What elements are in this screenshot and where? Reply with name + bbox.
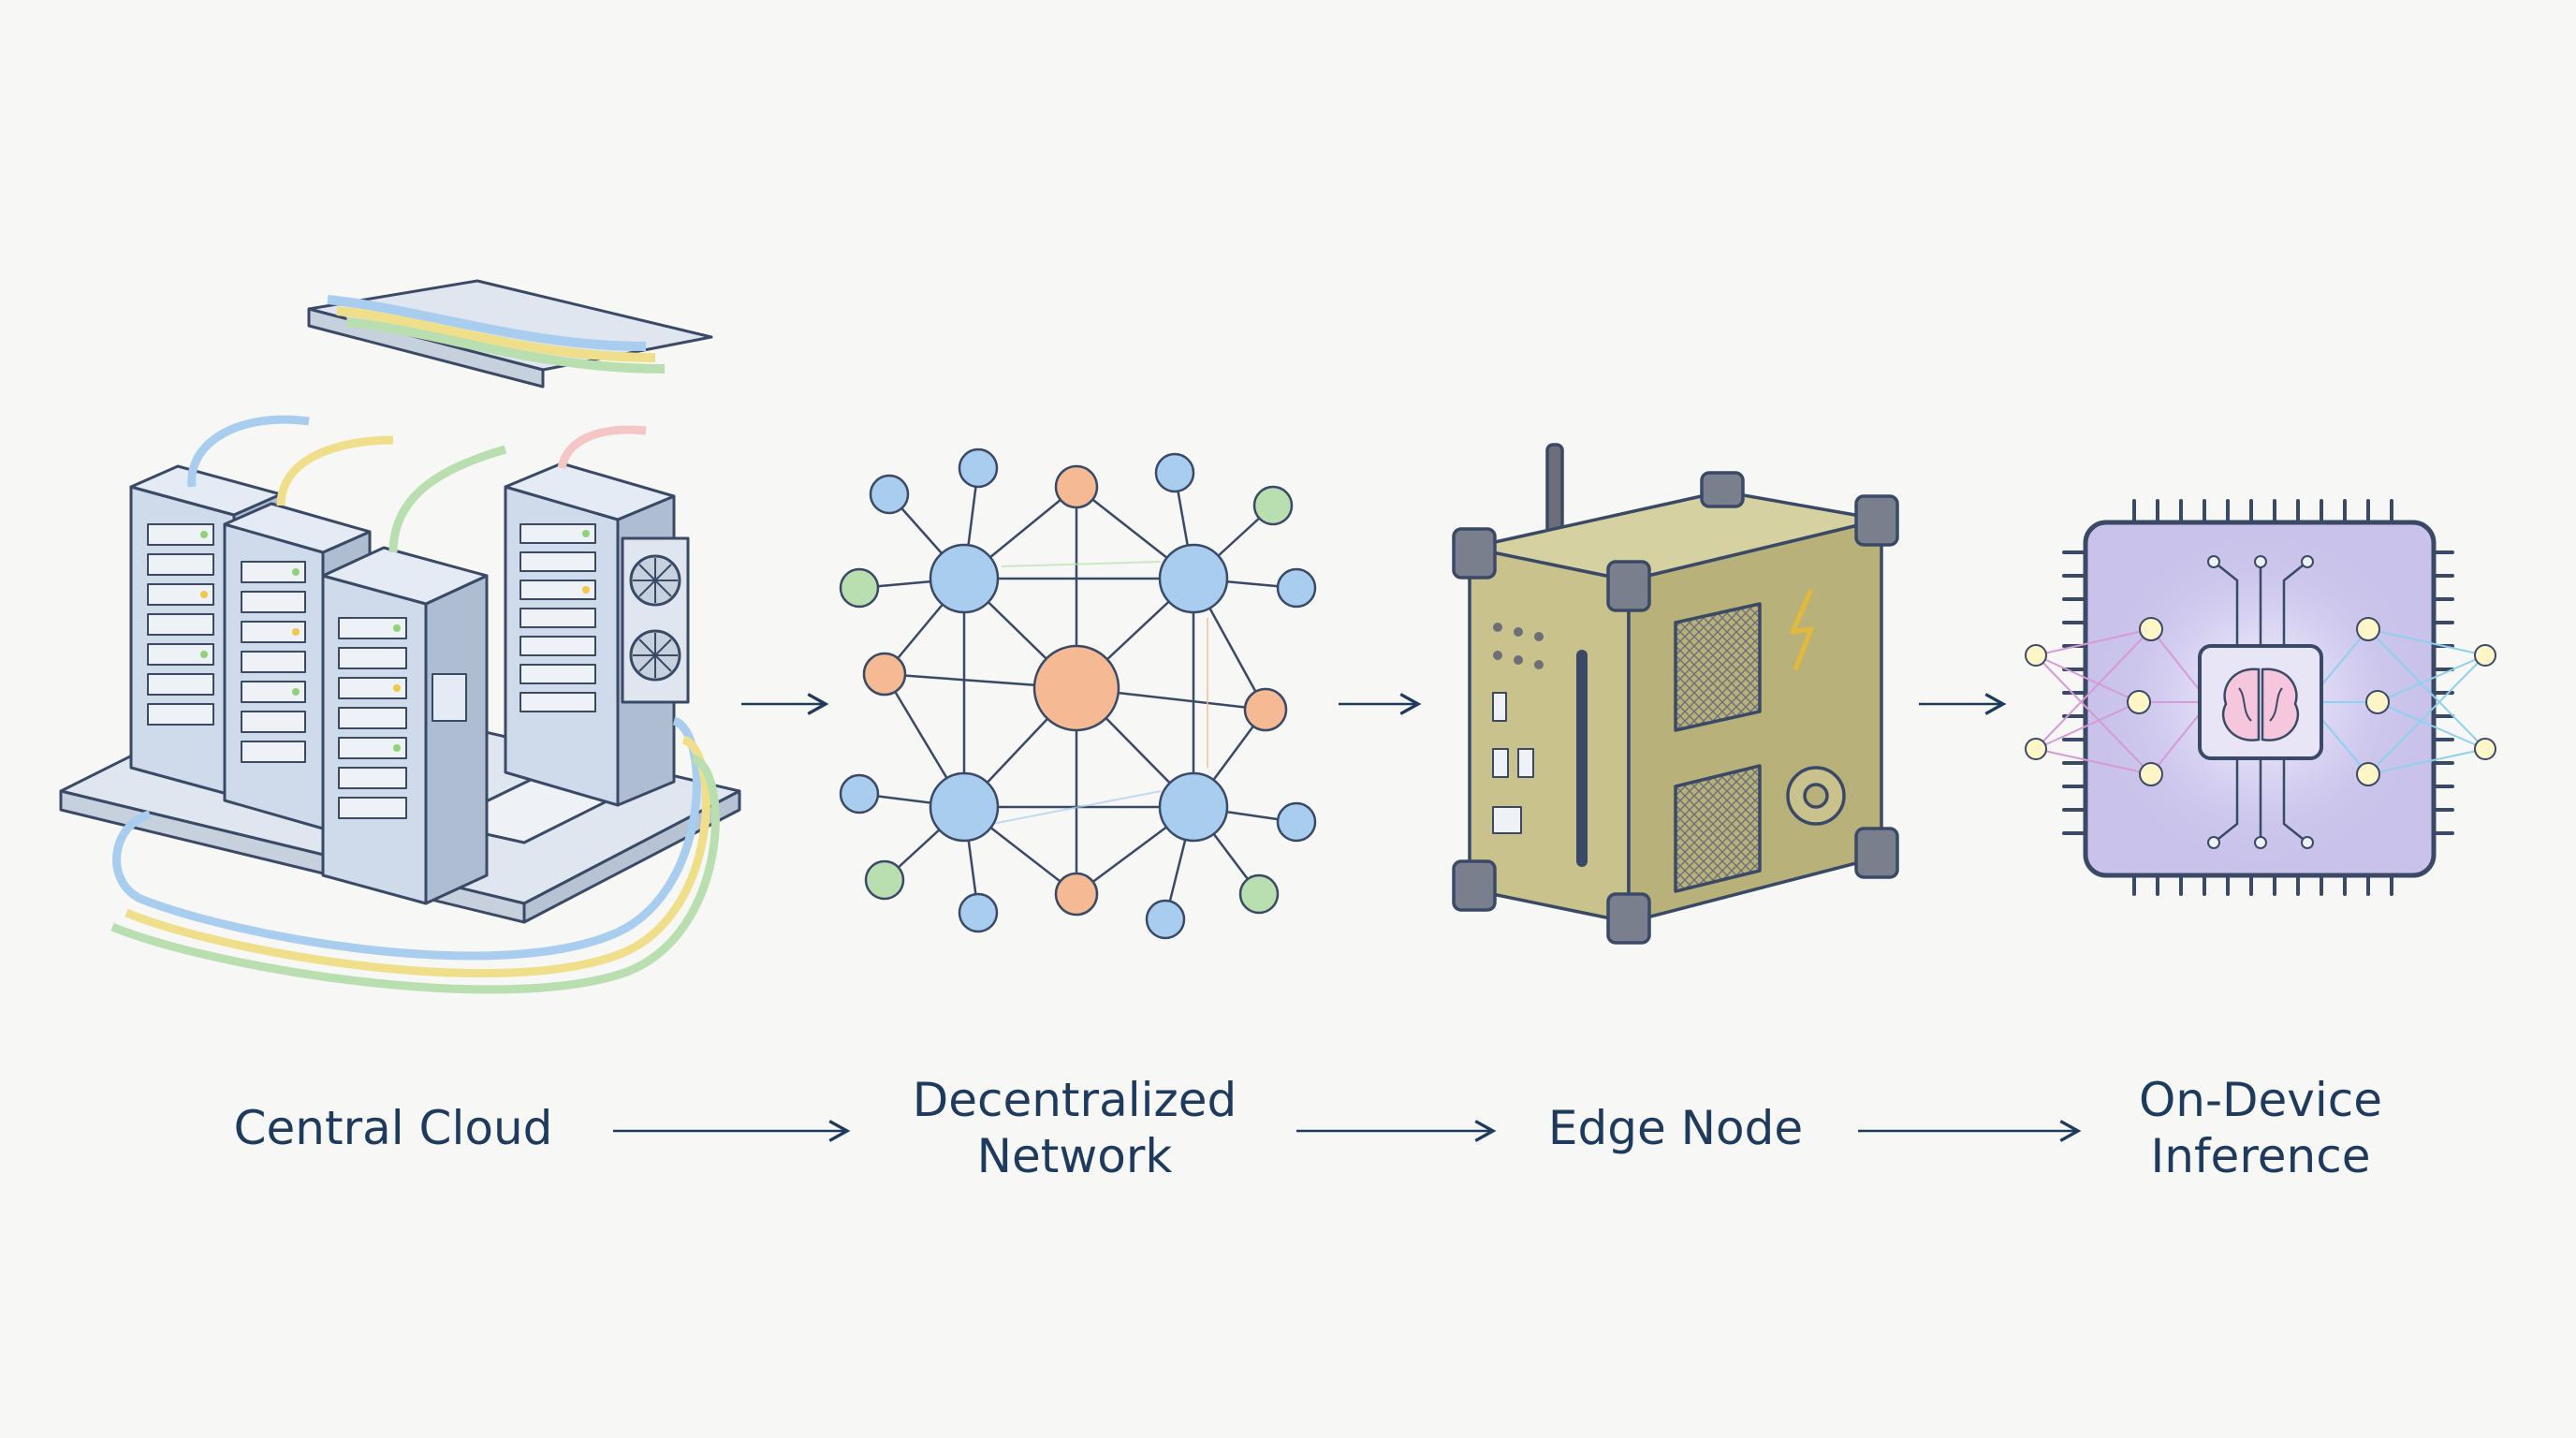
label-decentralized-network: Decentralized Network xyxy=(912,1073,1237,1183)
ai-chip-icon xyxy=(2025,499,2496,896)
network-graph-icon xyxy=(839,448,1317,940)
label-edge-node: Edge Node xyxy=(1547,1101,1804,1155)
label-central-cloud: Central Cloud xyxy=(233,1101,553,1155)
label-on-device-inference: On-Device Inference xyxy=(2138,1073,2383,1183)
edge-device-icon xyxy=(1452,443,1899,945)
server-rack-icon xyxy=(59,279,741,994)
